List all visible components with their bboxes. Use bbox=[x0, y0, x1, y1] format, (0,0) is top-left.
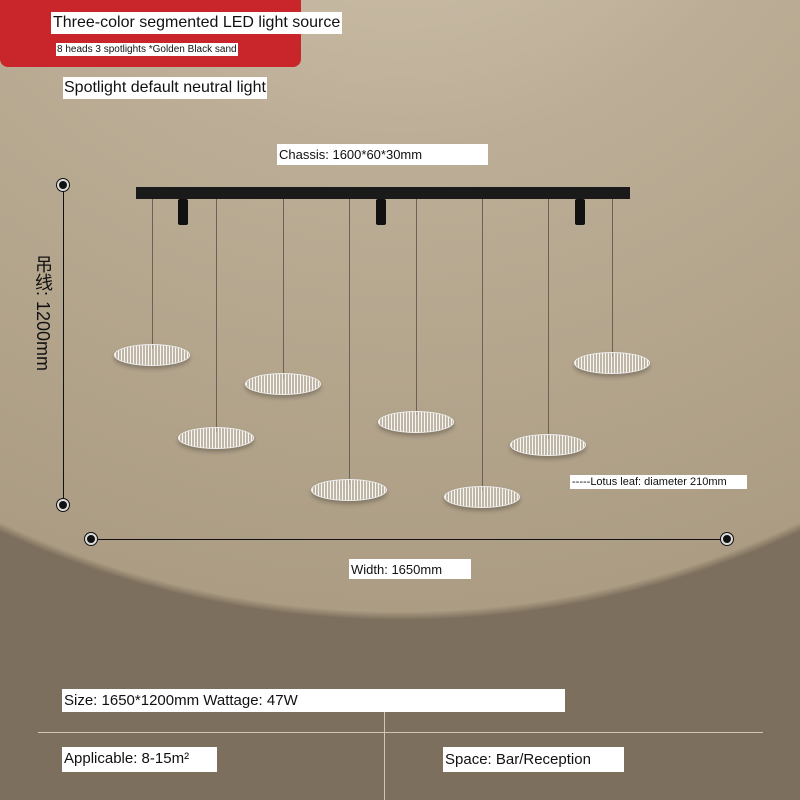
pendant-cord bbox=[216, 199, 217, 432]
lotus-pendant bbox=[444, 486, 520, 508]
spotlight bbox=[575, 199, 585, 225]
pendant-cord bbox=[612, 199, 613, 357]
lotus-leaf-label: -----Lotus leaf: diameter 210mm bbox=[570, 475, 747, 489]
chassis-label: Chassis: 1600*60*30mm bbox=[277, 144, 488, 165]
divider bbox=[384, 712, 385, 800]
pendant-cord bbox=[152, 199, 153, 349]
dimension-endpoint bbox=[721, 533, 733, 545]
width-dimension-line bbox=[91, 539, 727, 540]
applicable-spec: Applicable: 8-15m² bbox=[62, 747, 217, 772]
spotlight-note: Spotlight default neutral light bbox=[63, 77, 267, 99]
spotlight bbox=[178, 199, 188, 225]
dimension-endpoint bbox=[57, 499, 69, 511]
pendant-cord bbox=[548, 199, 549, 439]
pendant-cord bbox=[349, 199, 350, 484]
pendant-cord bbox=[416, 199, 417, 415]
lotus-pendant bbox=[114, 344, 190, 366]
width-label: Width: 1650mm bbox=[349, 559, 471, 579]
chassis-bar bbox=[136, 187, 630, 199]
lotus-pendant bbox=[311, 479, 387, 501]
lotus-pendant bbox=[245, 373, 321, 395]
space-spec: Space: Bar/Reception bbox=[443, 747, 624, 772]
wire-length-label: 吊线: 1200mm bbox=[33, 255, 53, 372]
header-title: Three-color segmented LED light source bbox=[51, 12, 343, 34]
pendant-cord bbox=[283, 199, 284, 379]
height-dimension-line bbox=[63, 185, 64, 505]
lotus-pendant bbox=[378, 411, 454, 433]
lotus-pendant bbox=[510, 434, 586, 456]
pendant-cord bbox=[482, 199, 483, 491]
dimension-endpoint bbox=[57, 179, 69, 191]
lotus-pendant bbox=[574, 352, 650, 374]
dimension-endpoint bbox=[85, 533, 97, 545]
size-wattage-spec: Size: 1650*1200mm Wattage: 47W bbox=[62, 689, 565, 712]
lotus-pendant bbox=[178, 427, 254, 449]
divider bbox=[38, 732, 763, 733]
spotlight bbox=[376, 199, 386, 225]
header-subtitle: 8 heads 3 spotlights *Golden Black sand bbox=[56, 43, 238, 56]
